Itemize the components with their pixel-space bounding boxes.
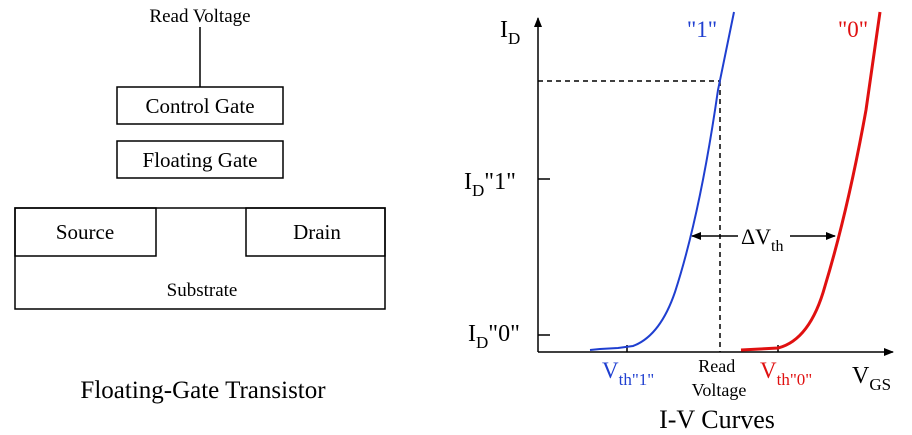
floating-gate-label: Floating Gate — [143, 148, 258, 172]
source-box — [14, 207, 157, 257]
iv-caption: I-V Curves — [659, 405, 775, 434]
read-voltage-label: Read Voltage — [149, 6, 250, 27]
control-gate-box — [116, 86, 284, 125]
curve-zero-label: "0" — [838, 17, 868, 42]
y-axis-label: ID — [500, 17, 520, 48]
x-axis-label: VGS — [852, 363, 891, 394]
curve-state-1 — [589, 11, 735, 351]
floating-gate-box — [116, 140, 284, 179]
iv-plot: ID ID"1" ID"0" "1" "0" ΔVth Vth"1" — [464, 11, 894, 434]
y-tick-label-id1: ID"1" — [464, 169, 516, 200]
substrate-box — [14, 207, 386, 310]
drain-box — [245, 207, 386, 257]
read-voltage-axis-label: Read Voltage — [692, 356, 747, 400]
curve-one-label: "1" — [687, 17, 717, 42]
drain-label: Drain — [293, 220, 341, 244]
y-tick-label-id0: ID"0" — [468, 321, 520, 352]
control-gate-label: Control Gate — [145, 94, 254, 118]
vth-zero-label: Vth"0" — [760, 358, 812, 389]
vth-one-label: Vth"1" — [602, 358, 654, 389]
transistor-caption: Floating-Gate Transistor — [80, 377, 326, 404]
delta-vth-label: ΔVth — [741, 224, 784, 255]
source-label: Source — [56, 220, 114, 244]
transistor-diagram: Read Voltage Control Gate Floating Gate … — [14, 6, 386, 404]
substrate-label: Substrate — [167, 280, 238, 301]
curve-state-0 — [740, 11, 882, 352]
